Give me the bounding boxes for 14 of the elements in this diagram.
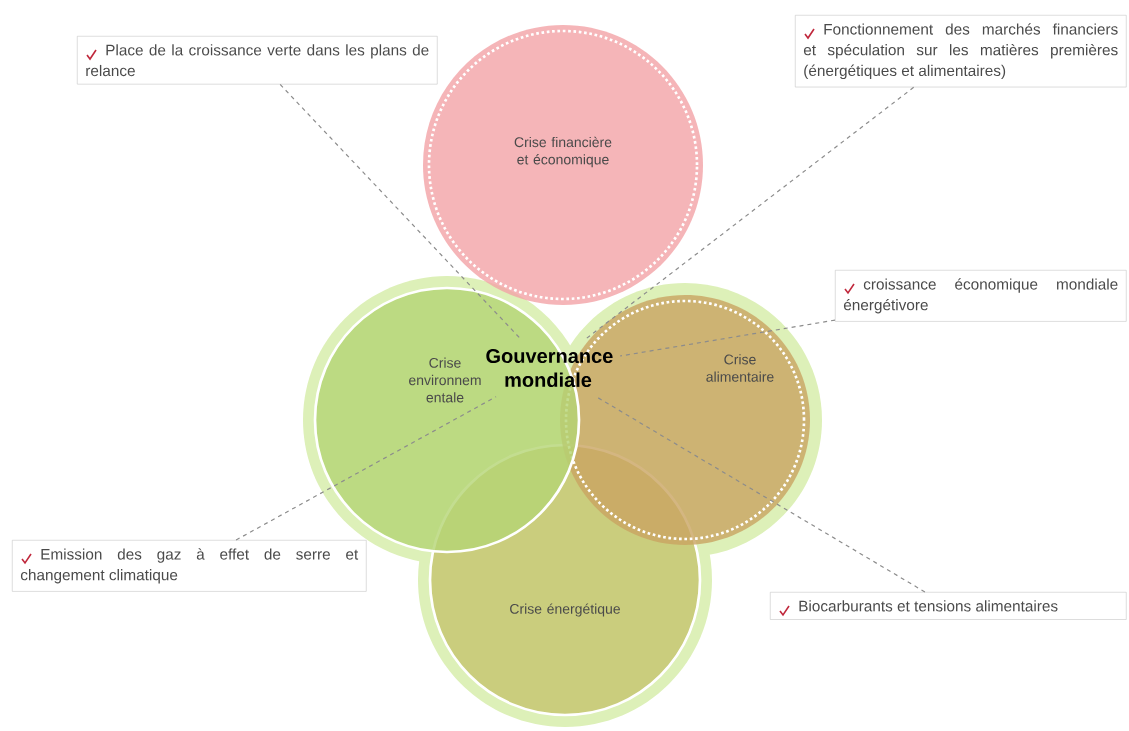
callout-box: Place de la croissance verte dans les plans de relance (77, 36, 438, 85)
circle-label: Crise environnem entale (409, 357, 481, 403)
circle-label: Crise alimentaire (706, 354, 774, 382)
circle-label: Crise financière et économique (514, 136, 612, 168)
callout-box: croissance économique mondiale énergétivore (835, 270, 1127, 322)
leader-line (584, 86, 915, 340)
callout-box: Fonctionnement des marchés financiers et spéculation sur les matières premières (énergétiques et alimentaires) (795, 15, 1127, 88)
leader-line (619, 319, 836, 357)
leader-line (595, 396, 926, 593)
leader-line (235, 396, 497, 541)
circle-label: Crise énergétique (510, 603, 620, 617)
leader-line (279, 83, 522, 340)
callout-box: Emission des gaz à effet de serre et changement climatique (12, 540, 367, 592)
callout-box: Biocarburants et tensions alimentaires (770, 592, 1127, 620)
